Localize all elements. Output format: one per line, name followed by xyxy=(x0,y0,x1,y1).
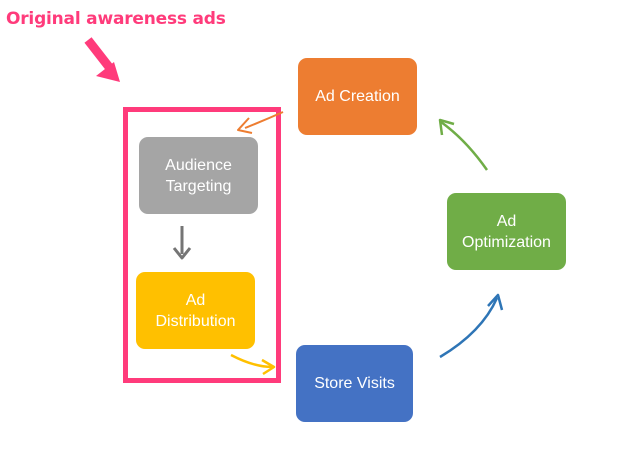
node-ad-optimization: Ad Optimization xyxy=(447,193,566,270)
edge-distribution-to-store xyxy=(230,353,276,376)
edge-optimization-to-creation xyxy=(438,118,489,171)
node-audience-targeting: Audience Targeting xyxy=(139,137,258,214)
node-ad-creation: Ad Creation xyxy=(298,58,417,135)
highlight-frame xyxy=(123,107,281,383)
edge-store-to-optimization xyxy=(439,293,504,359)
edge-targeting-to-distribution xyxy=(172,226,192,260)
annotation-pointer-arrow xyxy=(84,37,120,82)
node-store-visits: Store Visits xyxy=(296,345,413,422)
node-ad-distribution: Ad Distribution xyxy=(136,272,255,349)
edge-creation-to-targeting xyxy=(237,111,284,134)
annotation-title: Original awareness ads xyxy=(6,9,226,29)
